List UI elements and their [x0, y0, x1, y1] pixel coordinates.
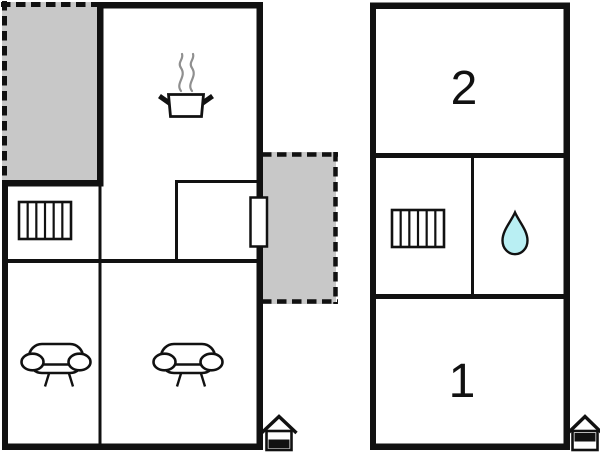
terrace-right — [262, 152, 336, 304]
wall-top — [97, 2, 263, 9]
wall-interior-vertical — [98, 184, 102, 444]
radiator-icon — [390, 208, 446, 249]
room-1-label: 1 — [449, 355, 476, 408]
door-to-terrace — [249, 196, 269, 248]
wall-bath-divider — [471, 158, 474, 294]
water-drop-icon — [501, 209, 529, 256]
house-marker-upper-floor-icon — [566, 414, 600, 452]
house-roof — [260, 414, 298, 435]
steam-wave-left — [178, 52, 184, 93]
wall-terrace-bottom — [2, 180, 103, 187]
wall-hall-left — [175, 180, 178, 262]
radiator-icon — [17, 200, 73, 241]
wall-bottom — [2, 443, 263, 450]
upper-floor-unit: 2 1 — [370, 2, 600, 452]
room-2-label: 2 — [451, 62, 478, 115]
steam-wave-right — [189, 52, 195, 93]
house-roof — [566, 414, 600, 435]
wall-bottom — [370, 443, 570, 450]
ground-floor-unit — [1, 1, 338, 452]
house-marker-ground-floor-icon — [260, 414, 298, 452]
wall-top — [370, 2, 570, 9]
wall-right — [563, 2, 570, 450]
wall-hall-top — [175, 180, 258, 183]
wall-mid-upper — [376, 153, 564, 158]
wall-terrace-right — [97, 2, 104, 187]
wall-left — [2, 180, 8, 450]
sofa-icon — [20, 342, 92, 388]
wall-left — [370, 2, 376, 450]
terrace-top-left — [2, 2, 99, 184]
pot-body — [166, 93, 206, 118]
wall-mid-lower — [376, 294, 564, 299]
house-floor-band-bottom — [268, 439, 290, 449]
house-floor-band-top — [574, 433, 596, 442]
sofa-icon — [152, 342, 224, 388]
wall-interior-horizontal — [2, 259, 258, 263]
cooking-pot-icon — [158, 52, 214, 118]
